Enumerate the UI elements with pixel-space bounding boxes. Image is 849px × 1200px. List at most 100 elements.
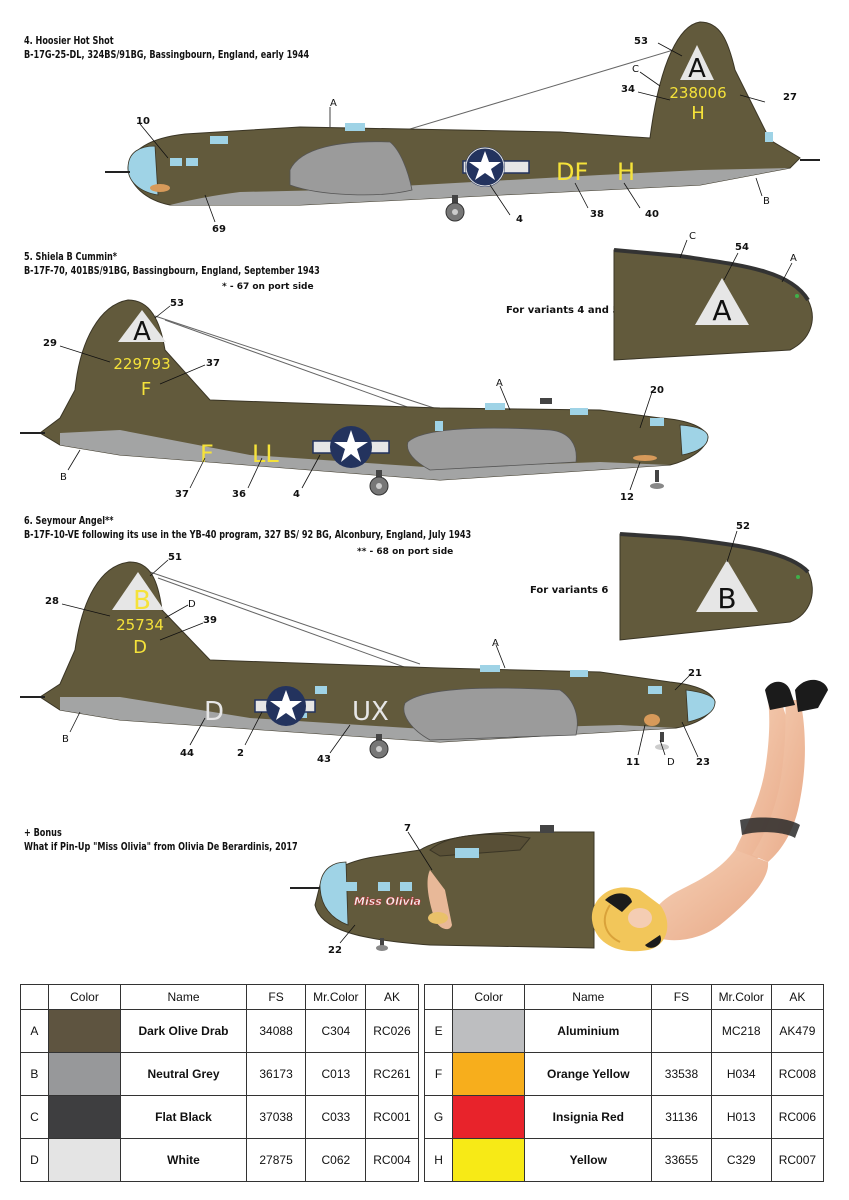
v6-callout-44: 44 xyxy=(180,748,194,759)
color-fs: 27875 xyxy=(245,1138,307,1182)
v4-callout-10: 10 xyxy=(136,116,150,127)
v6-callout-21: 21 xyxy=(688,668,702,679)
bonus-nose-art-text: Miss Olivia xyxy=(354,895,421,908)
variant5-profile: A 229793 F F LL xyxy=(20,299,709,496)
v4-tail-serial: 238006 xyxy=(669,84,726,102)
pinup-illustration xyxy=(591,679,828,952)
color-name: Yellow xyxy=(524,1138,653,1182)
color-name: Insignia Red xyxy=(524,1095,653,1139)
color-key: F xyxy=(424,1052,454,1096)
color-mr: H034 xyxy=(710,1052,772,1096)
v4-callout-40: 40 xyxy=(645,209,659,220)
color-mr: C304 xyxy=(305,1009,367,1053)
bonus-title: + Bonus xyxy=(24,826,62,839)
variant5-subtitle: B-17F-70, 401BS/91BG, Bassingbourn, Engl… xyxy=(24,264,320,277)
th-mrcolor-2: Mr.Color xyxy=(710,984,772,1010)
color-ak: RC008 xyxy=(770,1052,825,1096)
th-color-2: Color xyxy=(452,984,526,1010)
tail-detail-top: A C 54 A xyxy=(613,231,813,361)
color-name: Dark Olive Drab xyxy=(120,1009,247,1053)
v4-tail-letter: A xyxy=(688,54,706,84)
color-ak: RC007 xyxy=(770,1138,825,1182)
v4-callout-38: 38 xyxy=(590,209,604,220)
color-key: E xyxy=(424,1009,454,1053)
v6-callout-28: 28 xyxy=(45,596,59,607)
color-fs xyxy=(651,1009,712,1053)
color-ak: RC006 xyxy=(770,1095,825,1139)
color-ak: RC026 xyxy=(365,1009,419,1053)
color-ak: RC261 xyxy=(365,1052,419,1096)
v5-callout-A: A xyxy=(496,378,503,389)
detail-bottom-label: For variants 6 xyxy=(530,585,609,596)
color-fs: 33538 xyxy=(651,1052,712,1096)
color-swatch xyxy=(47,1009,122,1053)
v5-tail-serial: 229793 xyxy=(113,355,170,373)
color-name: Flat Black xyxy=(120,1095,247,1139)
v4-tail-code: H xyxy=(691,103,705,124)
color-key: A xyxy=(20,1009,49,1053)
variant6-title: 6. Seymour Angel** xyxy=(24,514,114,527)
variant4-title: 4. Hoosier Hot Shot xyxy=(24,34,114,47)
color-mr: C062 xyxy=(305,1138,367,1182)
profiles-artwork: A 238006 H DF H 53 C 27 xyxy=(20,21,828,956)
variant6-subtitle: B-17F-10-VE following its use in the YB-… xyxy=(24,528,472,541)
th-ak: AK xyxy=(365,984,419,1010)
color-key: D xyxy=(20,1138,49,1182)
detail-top-callout-54: 54 xyxy=(735,242,749,253)
variant5-callouts: 53 29 37 A 20 B 37 36 4 12 xyxy=(43,298,664,503)
tail-detail-bottom: B 52 xyxy=(619,521,813,641)
v4-callout-27: 27 xyxy=(783,92,797,103)
color-name: Neutral Grey xyxy=(120,1052,247,1096)
v5-callout-37: 37 xyxy=(206,358,220,369)
th-name: Name xyxy=(120,984,247,1010)
color-fs: 37038 xyxy=(245,1095,307,1139)
th-fs: FS xyxy=(245,984,307,1010)
v5-callout-4: 4 xyxy=(293,489,300,500)
v6-callout-39: 39 xyxy=(203,615,217,626)
v6-callout-B: B xyxy=(62,734,69,745)
color-swatch xyxy=(47,1052,122,1096)
v4-callout-C: C xyxy=(632,64,639,75)
v5-tail-code: F xyxy=(141,379,151,400)
color-swatch xyxy=(452,1009,526,1053)
detail-bottom-callout-52: 52 xyxy=(736,521,750,532)
v4-callout-4: 4 xyxy=(516,214,523,225)
color-mr: C013 xyxy=(305,1052,367,1096)
th-ak-2: AK xyxy=(770,984,825,1010)
v6-callout-D: D xyxy=(188,599,196,610)
variant4-profile: A 238006 H DF H xyxy=(105,21,820,222)
v4-callout-69: 69 xyxy=(212,224,226,235)
v6-tail-serial: 25734 xyxy=(116,616,164,634)
color-name: Orange Yellow xyxy=(524,1052,653,1096)
v4-fuselage-codes: DF xyxy=(556,158,588,186)
v5-callout-37b: 37 xyxy=(175,489,189,500)
v6-callout-D2: D xyxy=(667,757,675,768)
detail-top-callout-A: A xyxy=(790,253,797,264)
v5-callout-29: 29 xyxy=(43,338,57,349)
v5-callout-12: 12 xyxy=(620,492,634,503)
color-name: Aluminium xyxy=(524,1009,653,1053)
color-mr: MC218 xyxy=(710,1009,772,1053)
color-swatch xyxy=(452,1138,526,1182)
color-ak: RC001 xyxy=(365,1095,419,1139)
color-swatch xyxy=(452,1052,526,1096)
color-swatch xyxy=(452,1095,526,1139)
detail-top-label: For variants 4 and 5 xyxy=(506,305,620,316)
color-swatch xyxy=(47,1138,122,1182)
color-name: White xyxy=(120,1138,247,1182)
color-key: G xyxy=(424,1095,454,1139)
v4-callout-34: 34 xyxy=(621,84,635,95)
th-fs-2: FS xyxy=(651,984,712,1010)
v4-callout-B: B xyxy=(763,196,770,207)
v4-fuselage-code-right: H xyxy=(617,158,635,186)
color-fs: 34088 xyxy=(245,1009,307,1053)
color-mr: C329 xyxy=(710,1138,772,1182)
detail-top-callout-C: C xyxy=(689,231,696,242)
color-key: H xyxy=(424,1138,454,1182)
th-color: Color xyxy=(47,984,122,1010)
th-name-2: Name xyxy=(524,984,653,1010)
v5-callout-36: 36 xyxy=(232,489,246,500)
v6-callout-11: 11 xyxy=(626,757,640,768)
